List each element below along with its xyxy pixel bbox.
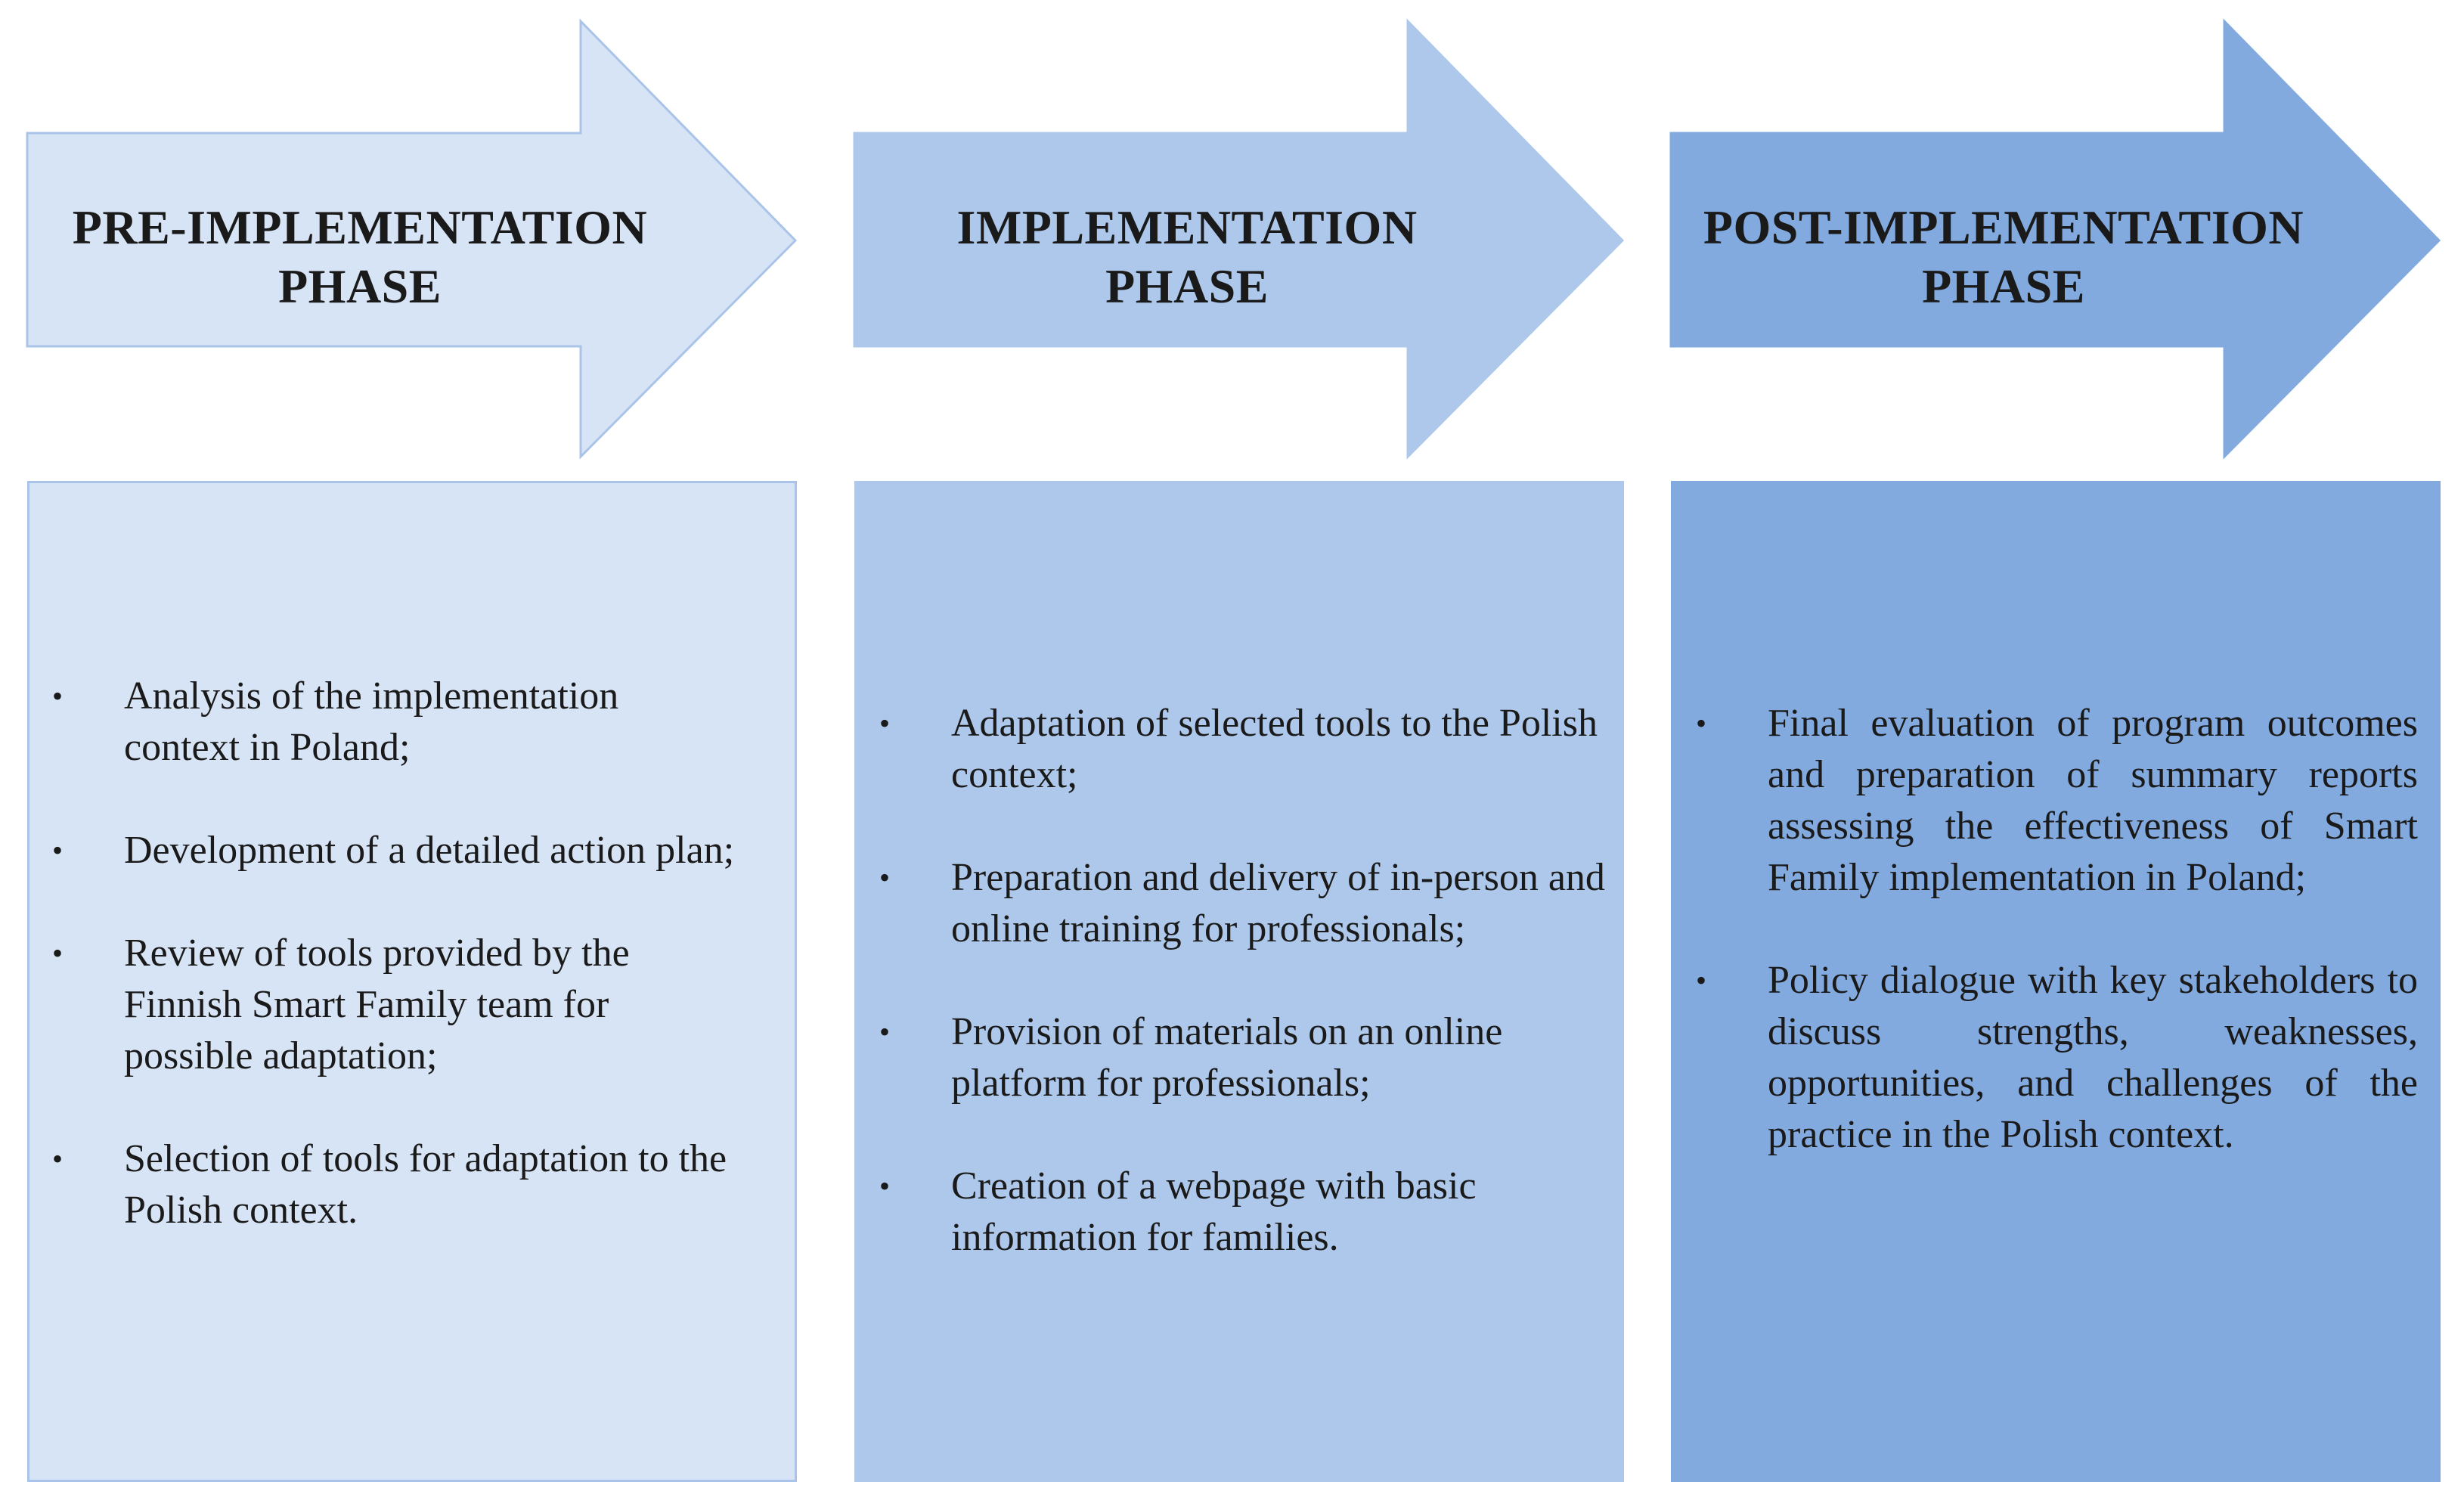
phase-1-item-1: • Analysis of the implementation context… — [29, 671, 740, 774]
bullet-icon: • — [52, 1142, 64, 1176]
phase-1-item-3: • Review of tools provided by the Finnis… — [29, 928, 740, 1082]
phase-3-item-1-text: Final evaluation of program outcomes and… — [1768, 702, 2418, 899]
bullet-icon: • — [52, 833, 64, 867]
bullet-icon: • — [879, 1169, 891, 1203]
phase-3-item-1: • Final evaluation of program outcomes a… — [1673, 698, 2418, 904]
bullet-icon: • — [879, 706, 891, 740]
phase-1-item-3-text: Review of tools provided by the Finnish … — [124, 932, 630, 1077]
phase-2-item-2: • Preparation and delivery of in-person … — [857, 852, 1605, 955]
phase-2-arrow-shape — [853, 18, 1625, 460]
phase-2-item-3-text: Provision of materials on an online plat… — [951, 1010, 1503, 1105]
phase-3-title-line-2: PHASE — [1922, 259, 2085, 313]
phase-1-title-line-1: PRE-IMPLEMENTATION — [72, 200, 648, 254]
phase-1-box: • Analysis of the implementation context… — [27, 481, 797, 1482]
bullet-icon: • — [1696, 963, 1707, 997]
phase-2-title-line-1: IMPLEMENTATION — [956, 200, 1418, 254]
bullet-icon: • — [879, 1015, 891, 1049]
phase-1-arrow: PRE-IMPLEMENTATION PHASE — [26, 18, 798, 460]
phase-2-item-4-text: Creation of a webpage with basic informa… — [951, 1164, 1477, 1259]
phase-2-arrow: IMPLEMENTATION PHASE — [853, 18, 1626, 460]
phase-1-title: PRE-IMPLEMENTATION PHASE — [27, 181, 693, 333]
phase-2-list: • Adaptation of selected tools to the Po… — [857, 698, 1605, 1315]
phase-1-arrow-shape — [26, 18, 798, 460]
phase-2-item-1-text: Adaptation of selected tools to the Poli… — [951, 702, 1598, 796]
phase-1-item-1-text: Analysis of the implementation context i… — [124, 674, 619, 769]
phase-2-title: IMPLEMENTATION PHASE — [854, 181, 1520, 333]
phase-3-list: • Final evaluation of program outcomes a… — [1673, 698, 2418, 1212]
phase-2-box: • Adaptation of selected tools to the Po… — [854, 481, 1624, 1482]
phase-3-item-2-text: Policy dialogue with key stakeholders to… — [1768, 959, 2418, 1156]
phase-1-title-line-2: PHASE — [278, 259, 442, 313]
phase-3-title: POST-IMPLEMENTATION PHASE — [1671, 181, 2336, 333]
phase-3-item-2: • Policy dialogue with key stakeholders … — [1673, 955, 2418, 1161]
bullet-icon: • — [52, 936, 64, 970]
phase-1-item-4: • Selection of tools for adaptation to t… — [29, 1133, 740, 1236]
phase-1-arrow-polygon — [26, 18, 798, 460]
phase-3-arrow-polygon — [1669, 18, 2441, 460]
phase-2-item-1: • Adaptation of selected tools to the Po… — [857, 698, 1605, 801]
phase-3-arrow-shape — [1669, 18, 2441, 460]
phase-1-item-2: • Development of a detailed action plan; — [29, 825, 740, 876]
phase-3-box: • Final evaluation of program outcomes a… — [1671, 481, 2441, 1482]
bullet-icon: • — [52, 679, 64, 713]
bullet-icon: • — [1696, 706, 1707, 740]
phase-2-arrow-polygon — [853, 18, 1625, 460]
phase-3-title-line-1: POST-IMPLEMENTATION — [1703, 200, 2304, 254]
phase-2-item-2-text: Preparation and delivery of in-person an… — [951, 856, 1605, 950]
phase-3-arrow: POST-IMPLEMENTATION PHASE — [1669, 18, 2442, 460]
phase-2-item-4: • Creation of a webpage with basic infor… — [857, 1161, 1605, 1264]
phase-2-title-line-2: PHASE — [1105, 259, 1269, 313]
phase-2-item-3: • Provision of materials on an online pl… — [857, 1006, 1605, 1109]
phase-1-item-2-text: Development of a detailed action plan; — [124, 829, 735, 872]
phase-1-list: • Analysis of the implementation context… — [29, 671, 740, 1288]
bullet-icon: • — [879, 860, 891, 895]
phase-1-item-4-text: Selection of tools for adaptation to the… — [124, 1137, 727, 1232]
